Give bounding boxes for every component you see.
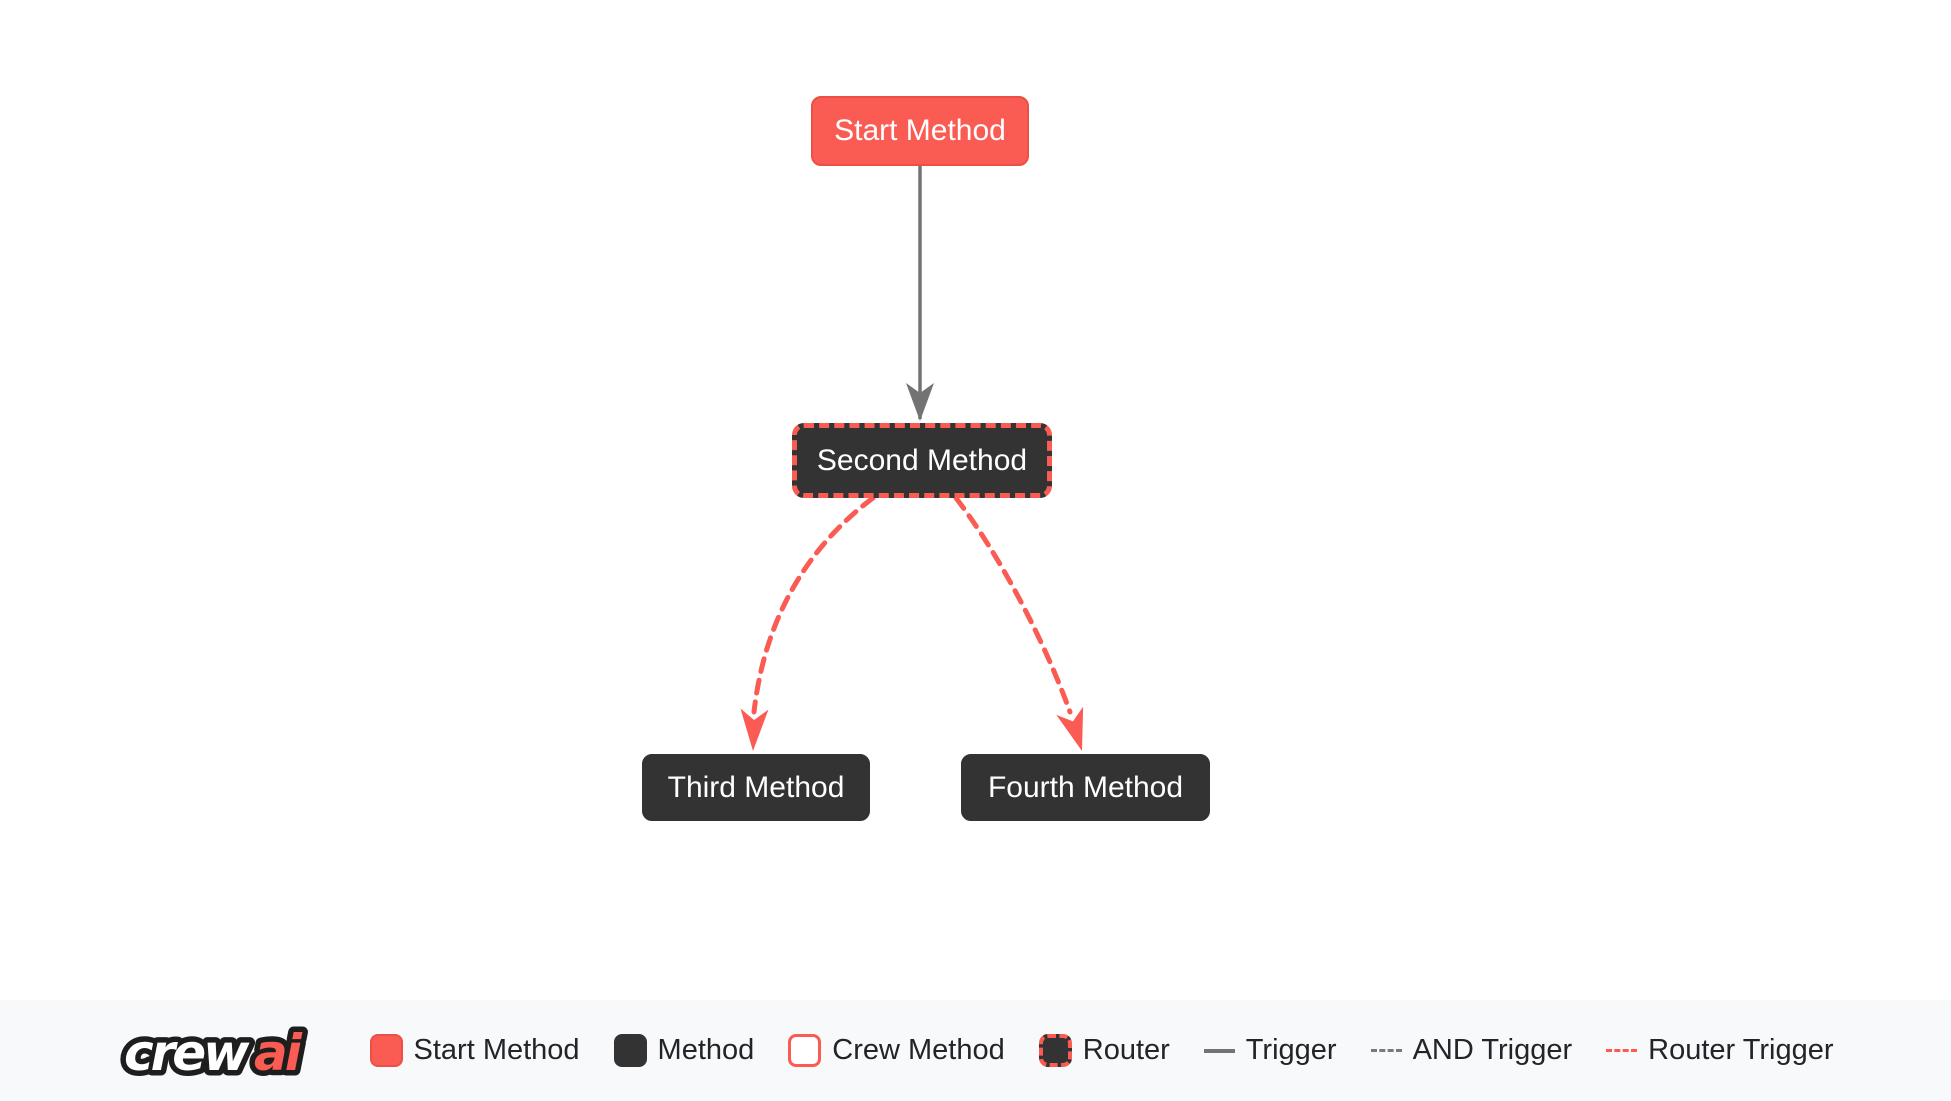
crewai-logo: crew ai: [118, 1018, 311, 1087]
node-label: Second Method: [816, 443, 1028, 477]
node-fourth-method[interactable]: Fourth Method: [961, 754, 1210, 821]
legend-label: Method: [657, 1034, 755, 1066]
legend-label: Router Trigger: [1648, 1034, 1834, 1066]
legend-label: Router: [1082, 1034, 1170, 1066]
legend-label: Trigger: [1245, 1034, 1337, 1066]
legend-item-router: Router: [1038, 1034, 1170, 1067]
start-node-swatch: [369, 1034, 403, 1067]
edge-router-trigger-right: [953, 495, 1084, 751]
legend-label: Start Method: [413, 1034, 580, 1066]
flow-canvas[interactable]: Start Method Second Method Third Method …: [0, 0, 1951, 1000]
logo-text-crew: crew: [124, 1024, 250, 1082]
node-third-method[interactable]: Third Method: [642, 754, 870, 821]
node-start-method[interactable]: Start Method: [811, 96, 1029, 166]
edges-layer: [740, 166, 1084, 751]
legend-item-crew-method: Crew Method: [788, 1034, 1005, 1067]
method-node-swatch: [613, 1034, 647, 1067]
legend-item-method: Method: [613, 1034, 755, 1067]
legend-label: Crew Method: [832, 1034, 1005, 1066]
node-label: Fourth Method: [987, 770, 1184, 804]
arrowhead-icon: [906, 383, 934, 421]
legend-item-and-trigger: AND Trigger: [1370, 1034, 1573, 1067]
dashed-line-swatch: [1370, 1049, 1402, 1052]
router-node-swatch: [1038, 1034, 1072, 1067]
legend-item-start-method: Start Method: [369, 1034, 580, 1067]
node-label: Third Method: [667, 770, 845, 804]
legend-item-trigger: Trigger: [1203, 1034, 1337, 1067]
legend-bar: crew ai Start Method Method Crew Method …: [0, 1000, 1951, 1101]
legend-label: AND Trigger: [1412, 1034, 1573, 1066]
edge-router-trigger-left: [740, 495, 876, 751]
edge-trigger: [906, 166, 934, 421]
arrowhead-icon: [1056, 706, 1084, 751]
logo-text-ai: ai: [254, 1024, 303, 1082]
red-dashed-line-swatch: [1606, 1049, 1638, 1052]
arrowhead-icon: [740, 708, 769, 751]
solid-line-swatch: [1203, 1048, 1235, 1053]
crew-node-swatch: [788, 1034, 822, 1067]
legend-item-router-trigger: Router Trigger: [1606, 1034, 1833, 1067]
node-label: Start Method: [834, 114, 1006, 147]
node-second-method[interactable]: Second Method: [792, 423, 1052, 498]
